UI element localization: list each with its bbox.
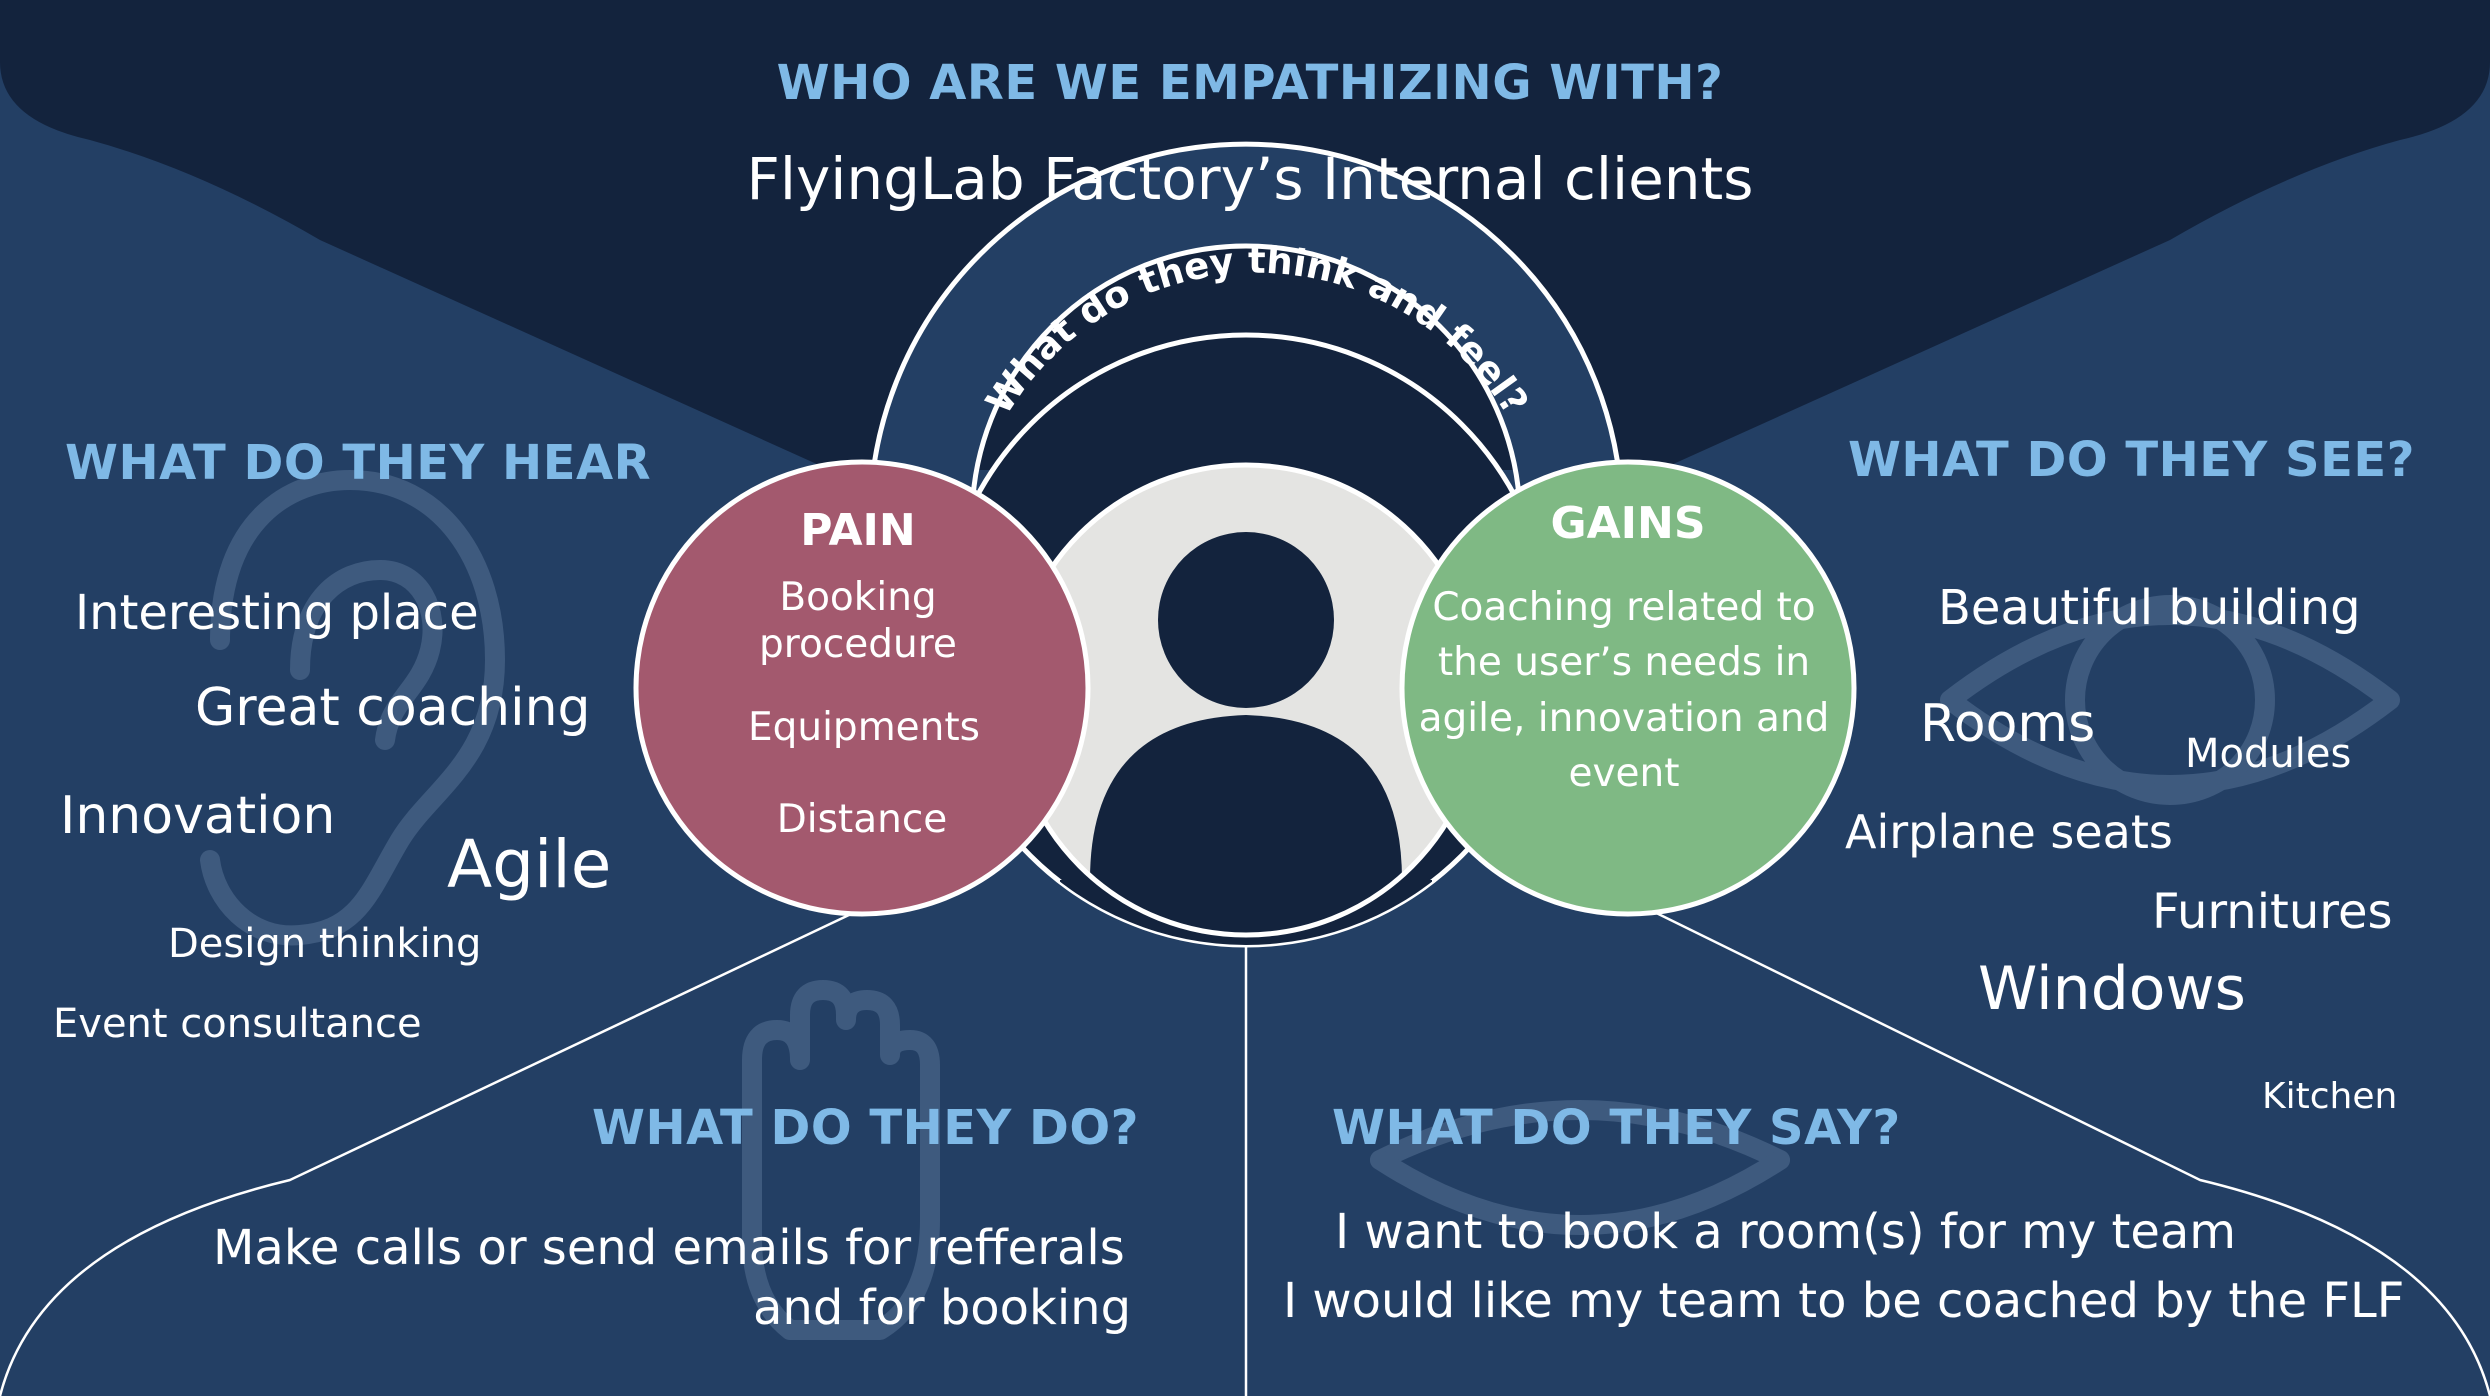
do-title: WHAT DO THEY DO? — [592, 1100, 1140, 1156]
see-item: Airplane seats — [1845, 805, 2173, 859]
user-avatar-icon — [938, 332, 1554, 948]
hear-item: Event consultance — [53, 1001, 422, 1047]
say-item: I would like my team to be coached by th… — [1283, 1273, 2405, 1329]
header-question: WHO ARE WE EMPATHIZING WITH? — [776, 55, 1724, 111]
see-item: Modules — [2185, 731, 2352, 777]
do-text-line1: Make calls or send emails for refferals — [213, 1220, 1125, 1276]
see-item: Furnitures — [2152, 884, 2393, 940]
see-item: Beautiful building — [1938, 580, 2361, 636]
hear-item: Innovation — [60, 786, 336, 846]
pain-item: Booking procedure — [759, 575, 957, 667]
pain-title: PAIN — [800, 505, 916, 556]
say-item: I want to book a room(s) for my team — [1335, 1204, 2237, 1260]
divider-say-right — [1639, 903, 2490, 1396]
eye-icon — [1940, 595, 2400, 805]
see-title: WHAT DO THEY SEE? — [1847, 432, 2415, 488]
gains-circle — [1399, 459, 1857, 917]
header-subject: FlyingLab Factory’s Internal clients — [746, 145, 1754, 213]
divider-do-left — [0, 903, 871, 1396]
mouth-icon — [1370, 1100, 1790, 1235]
do-text-line2: and for booking — [753, 1280, 1132, 1336]
say-title: WHAT DO THEY SAY? — [1332, 1100, 1901, 1156]
see-item: Rooms — [1920, 694, 2096, 754]
pain-item: Distance — [776, 797, 948, 842]
ear-icon — [200, 470, 505, 946]
see-item: Windows — [1978, 954, 2246, 1024]
hear-item: Design thinking — [168, 921, 482, 967]
quadrant-dividers — [0, 903, 2490, 1396]
gains-title: GAINS — [1550, 498, 1706, 549]
pain-circle — [633, 459, 1091, 917]
gains-text: Coaching related to the user’s needs in … — [1418, 585, 1830, 797]
hand-icon — [742, 980, 940, 1340]
hear-title: WHAT DO THEY HEAR — [65, 435, 652, 491]
see-item: Kitchen — [2262, 1076, 2398, 1117]
hear-item: Agile — [447, 826, 612, 903]
hear-item: Great coaching — [195, 678, 591, 738]
pain-item: Equipments — [747, 705, 981, 750]
hear-item: Interesting place — [75, 585, 479, 641]
